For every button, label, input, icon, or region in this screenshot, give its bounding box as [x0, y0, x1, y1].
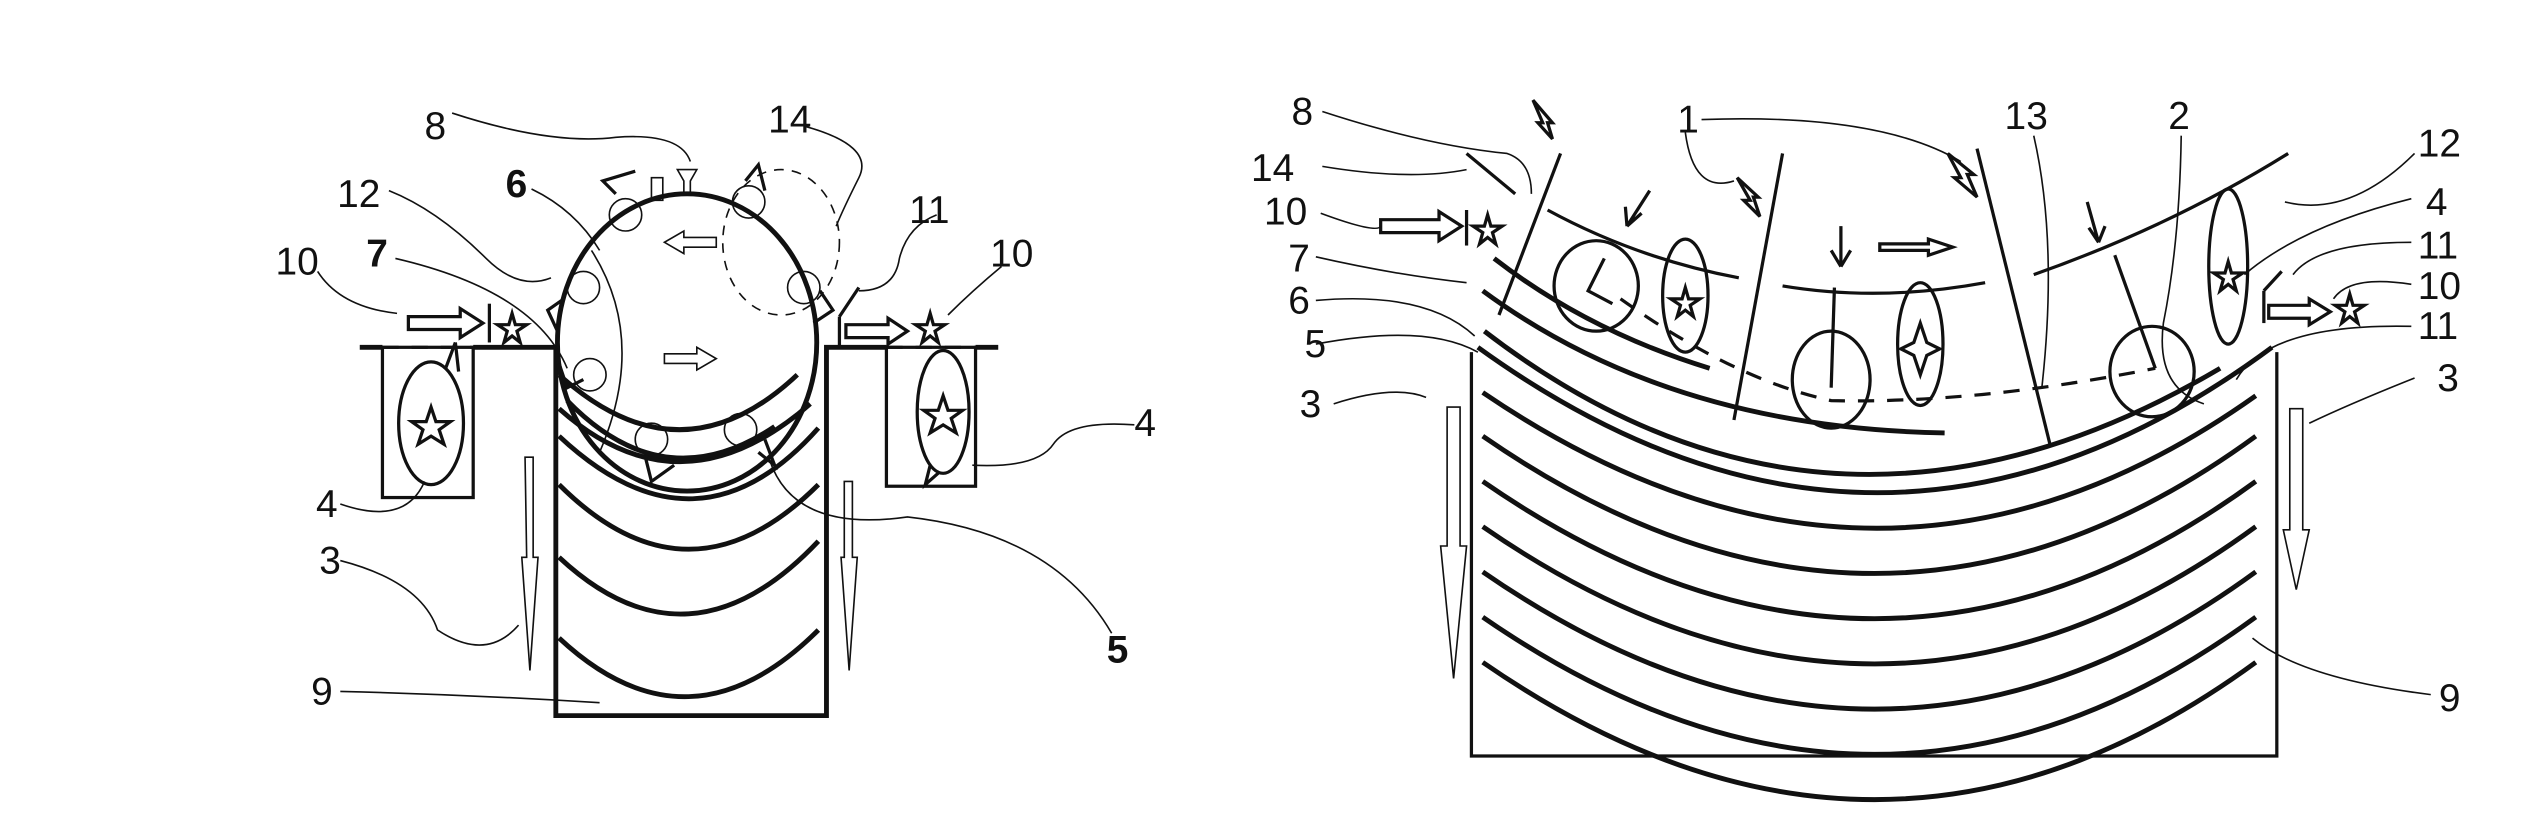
label-1: 1	[1677, 99, 1699, 142]
star-icon	[918, 390, 968, 437]
flow-arrow-down-left	[1439, 406, 1468, 679]
ground-surface	[359, 344, 999, 719]
label-5: 5	[1107, 628, 1129, 671]
rotor-3	[2108, 324, 2196, 419]
outflow-arrow	[2267, 295, 2334, 328]
rotor-1	[1552, 239, 1640, 333]
seed-pod-3	[2207, 187, 2250, 346]
leader-lines	[316, 112, 1135, 704]
label-2: 2	[2168, 95, 2190, 138]
lightning-icon	[1946, 152, 1979, 199]
soil-crescent	[565, 398, 776, 461]
label-14: 14	[1251, 147, 1294, 190]
label-10-right: 10	[990, 233, 1033, 276]
four-point-star-icon	[1897, 317, 1944, 380]
layer-arcs	[1476, 345, 2274, 803]
left-collection-tray	[380, 345, 475, 500]
arc-layer-6	[1481, 288, 1945, 436]
label-8: 8	[1292, 90, 1314, 133]
rotor-2	[1790, 329, 1872, 430]
flow-arrow-down-right	[840, 480, 859, 671]
label-3-left: 3	[1300, 383, 1322, 426]
pit-layers	[557, 372, 821, 700]
label-6: 6	[506, 163, 528, 206]
label-10-left: 10	[1264, 191, 1307, 234]
label-9: 9	[2439, 677, 2461, 720]
rotor-drum	[545, 161, 841, 494]
horizontal-flow-arrow	[1878, 236, 1958, 258]
star-icon	[492, 307, 533, 347]
flow-arrow-down-right	[2282, 407, 2311, 590]
inflow-arrow	[1379, 208, 1465, 244]
label-11-top: 11	[2418, 225, 2458, 268]
star-icon	[1665, 281, 1706, 322]
label-13: 13	[2005, 95, 2048, 138]
seed-pod-2	[1896, 281, 1945, 408]
star-icon	[2208, 255, 2249, 296]
left-view: 8 14 6 12 11 10 7 10 4 4 3 5 9	[275, 99, 1156, 719]
seed-pod-1	[1661, 237, 1710, 354]
dashed-trajectory	[1619, 297, 2156, 403]
label-10-left: 10	[275, 241, 318, 284]
leader-lines	[1315, 110, 2431, 696]
label-11: 11	[909, 189, 949, 232]
arc-layer-5	[1482, 329, 2222, 477]
label-12: 12	[337, 173, 380, 216]
inflow-arrow-left	[406, 305, 486, 341]
lightning-icon	[1735, 176, 1763, 218]
label-12: 12	[2418, 123, 2461, 166]
label-3: 3	[319, 540, 341, 583]
label-6: 6	[1288, 279, 1310, 322]
left-pod-tail	[444, 341, 461, 372]
outflow-arrow-right	[844, 315, 911, 348]
right-seed-pod	[915, 348, 971, 475]
star-icon	[2329, 288, 2370, 328]
label-9: 9	[311, 670, 333, 713]
lightning-icon	[1531, 99, 1556, 141]
gate-flap-11	[838, 286, 861, 318]
label-4-right: 4	[1134, 402, 1156, 445]
label-11-bottom: 11	[2418, 305, 2458, 348]
label-4-left: 4	[316, 483, 338, 526]
label-3-right: 3	[2437, 357, 2459, 400]
star-icon	[406, 401, 456, 448]
star-icon	[910, 307, 951, 347]
container-box	[1469, 352, 2279, 758]
label-7: 7	[366, 233, 388, 276]
flow-arrow-down-left	[520, 456, 539, 671]
label-10-right: 10	[2418, 265, 2461, 308]
label-14: 14	[768, 99, 811, 142]
left-seed-pod	[397, 360, 466, 487]
label-5: 5	[1305, 323, 1327, 366]
right-view: 8 1 13 2 12 14 4 10 11 7 10 6 11 5 3 3 9	[1251, 90, 2461, 803]
label-8: 8	[425, 105, 447, 148]
label-4: 4	[2426, 181, 2448, 224]
label-7: 7	[1288, 237, 1310, 280]
star-icon	[1467, 208, 1508, 249]
arc-layer-7	[1492, 256, 1711, 371]
right-collection-tray	[884, 345, 978, 488]
